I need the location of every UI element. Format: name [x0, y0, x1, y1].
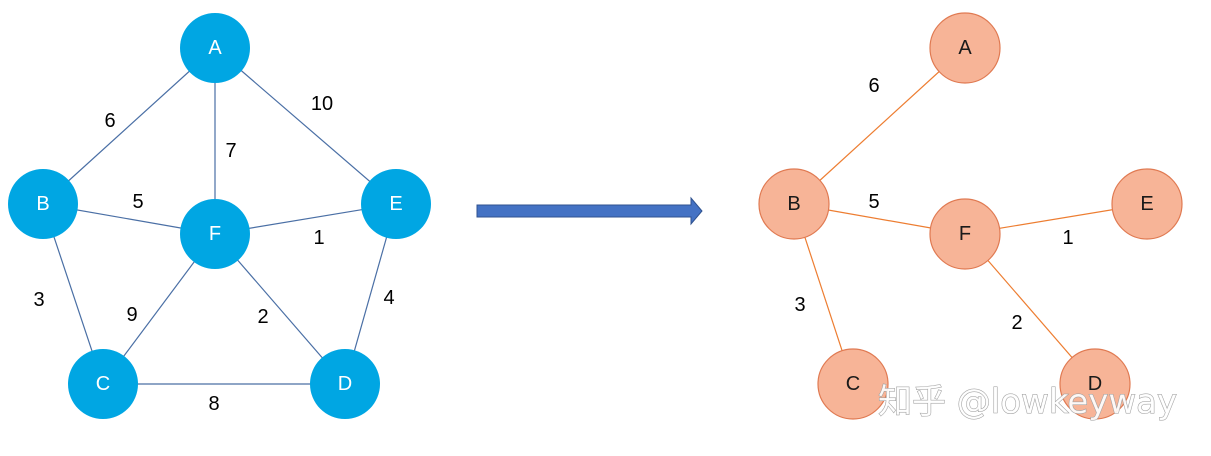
- orig-node-e: E: [361, 169, 431, 239]
- orig-node-label: E: [389, 193, 402, 215]
- orig-node-c: C: [68, 349, 138, 419]
- orig-weight-c-d: 8: [208, 393, 219, 415]
- mst-weight-f-d: 2: [1011, 312, 1022, 334]
- mst-weight-a-b: 6: [868, 75, 879, 97]
- orig-node-circle: [180, 199, 250, 269]
- mst-weight-b-f: 5: [868, 191, 879, 213]
- mst-weight-b-c: 3: [794, 294, 805, 316]
- mst-node-f: F: [929, 198, 1001, 270]
- mst-node-e: E: [1111, 168, 1183, 240]
- mst-graph-nodes: A B C D E F: [758, 12, 1183, 420]
- mst-node-circle: [817, 348, 889, 420]
- orig-node-label: D: [338, 373, 352, 395]
- orig-node-label: C: [96, 373, 110, 395]
- orig-node-b: B: [8, 169, 78, 239]
- orig-weight-a-b: 6: [104, 110, 115, 132]
- original-graph-weights: 6 7 10 5 3 1 9 2 4 8: [33, 93, 394, 415]
- orig-node-circle: [68, 349, 138, 419]
- orig-weight-a-f: 7: [225, 140, 236, 162]
- mst-node-circle: [1111, 168, 1183, 240]
- orig-node-d: D: [310, 349, 380, 419]
- mst-node-circle: [758, 168, 830, 240]
- orig-weight-f-c: 9: [126, 304, 137, 326]
- mst-node-label: E: [1140, 193, 1153, 215]
- arrow-shape: [476, 196, 703, 226]
- mst-node-circle: [929, 12, 1001, 84]
- original-graph-nodes: A B C D E F: [8, 13, 431, 419]
- orig-weight-f-d: 2: [257, 306, 268, 328]
- orig-node-circle: [361, 169, 431, 239]
- orig-weight-b-c: 3: [33, 289, 44, 311]
- orig-weight-e-d: 4: [383, 287, 394, 309]
- orig-node-f: F: [180, 199, 250, 269]
- right-arrow-icon: [476, 196, 703, 226]
- mst-node-d: D: [1059, 348, 1131, 420]
- orig-weight-f-e: 1: [313, 227, 324, 249]
- orig-node-circle: [8, 169, 78, 239]
- orig-edge-a-e: [214, 47, 397, 205]
- orig-weight-b-f: 5: [132, 191, 143, 213]
- mst-node-label: B: [787, 193, 800, 215]
- orig-node-a: A: [180, 13, 250, 83]
- mst-node-label: D: [1088, 373, 1102, 395]
- mst-node-circle: [1059, 348, 1131, 420]
- orig-node-label: A: [208, 37, 222, 59]
- orig-edge-a-b: [42, 47, 216, 205]
- orig-weight-a-e: 10: [311, 93, 333, 115]
- orig-node-circle: [180, 13, 250, 83]
- mst-node-circle: [929, 198, 1001, 270]
- mst-node-label: F: [959, 223, 971, 245]
- mst-weight-f-e: 1: [1062, 227, 1073, 249]
- mst-edge-a-b: [793, 47, 966, 205]
- mst-node-a: A: [929, 12, 1001, 84]
- mst-node-b: B: [758, 168, 830, 240]
- orig-node-label: B: [36, 193, 49, 215]
- mst-node-label: A: [958, 37, 972, 59]
- orig-node-label: F: [209, 223, 221, 245]
- mst-node-label: C: [846, 373, 860, 395]
- watermark-text: 知乎 @lowkeyway: [878, 382, 1177, 422]
- orig-node-circle: [310, 349, 380, 419]
- mst-graph-weights: 6 5 3 1 2: [794, 75, 1073, 334]
- mst-node-c: C: [817, 348, 889, 420]
